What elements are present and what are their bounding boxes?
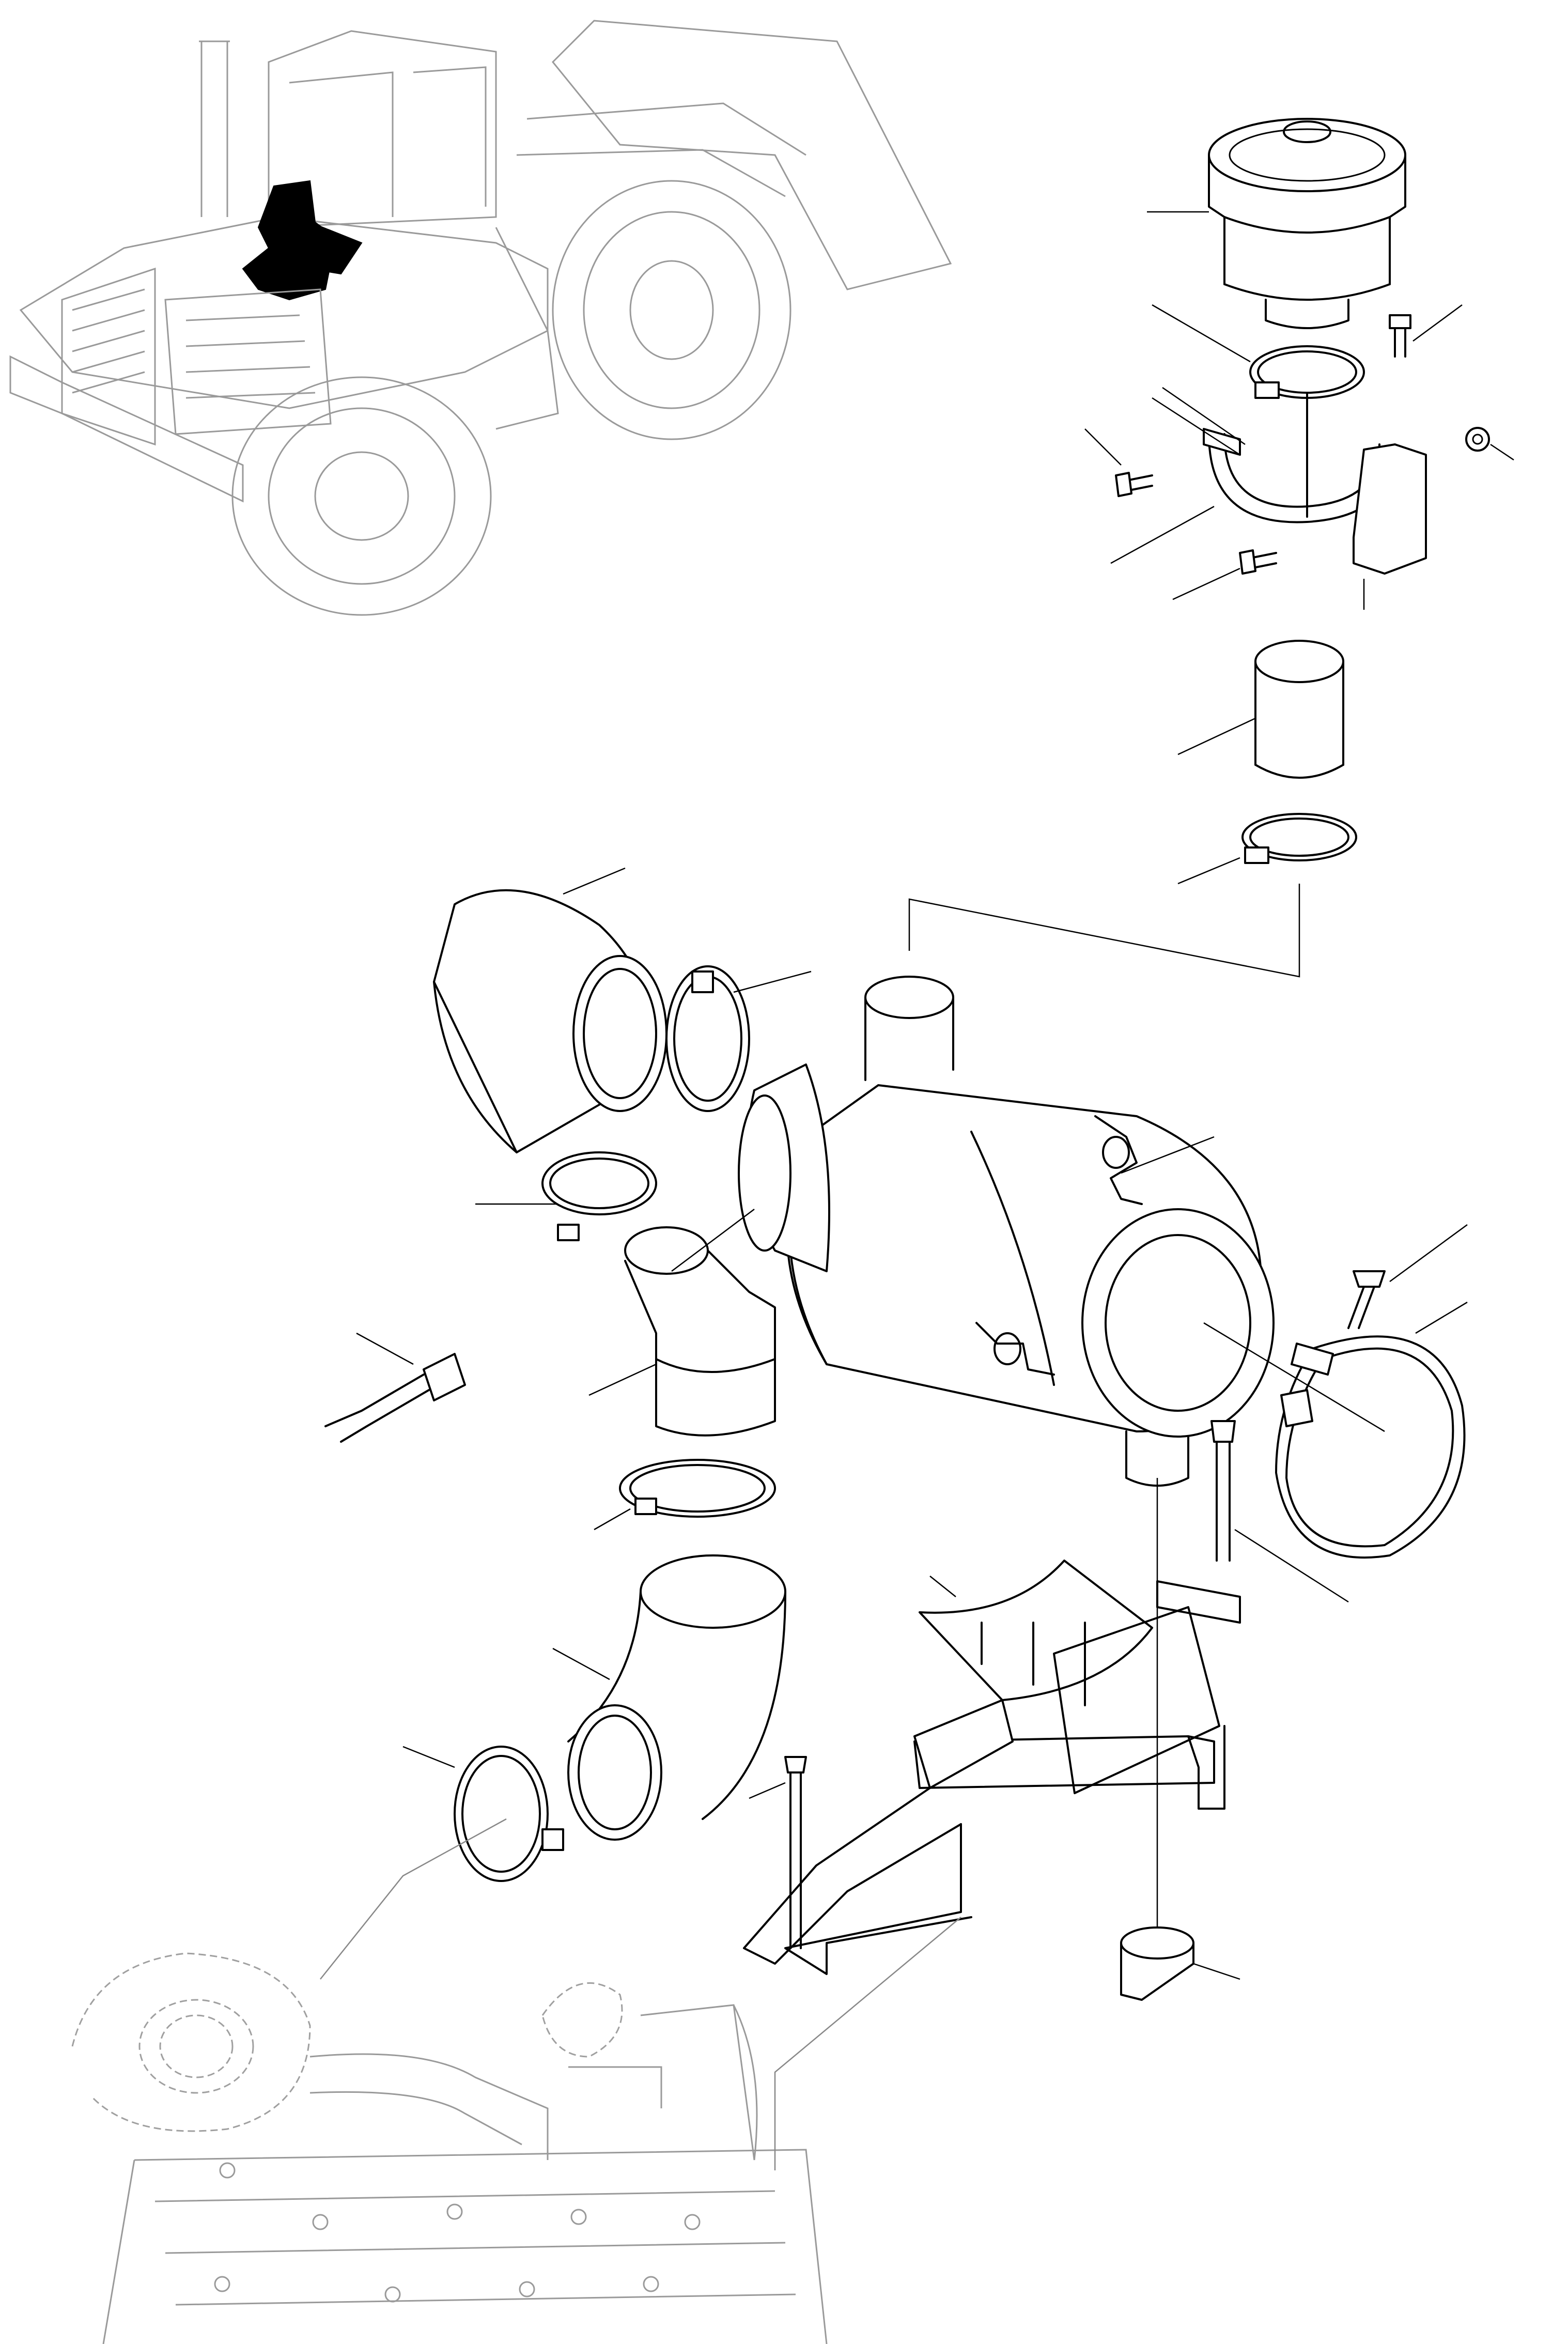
outlet-clamp xyxy=(402,1746,564,1882)
rubber-elbow-upper xyxy=(588,1209,776,1437)
precleaner-cap xyxy=(1147,118,1406,329)
band-clamp xyxy=(1275,1301,1468,1559)
engine-locator xyxy=(71,1818,961,2344)
hose-clamp xyxy=(1177,813,1357,885)
bolt xyxy=(1389,304,1463,358)
precleaner-clamp xyxy=(1152,304,1365,399)
bolt xyxy=(1172,549,1277,600)
assembly-line xyxy=(908,884,1300,978)
rubber-elbow-lower xyxy=(552,1554,786,1841)
nut xyxy=(1465,427,1514,461)
duct-clamp-lower xyxy=(475,1151,657,1241)
duct-clamp xyxy=(665,965,812,1112)
mounting-stand xyxy=(743,1560,1241,1975)
inlet-duct xyxy=(433,867,667,1153)
air-cleaner-body xyxy=(738,976,1385,1487)
temperature-sensor xyxy=(324,1332,466,1443)
rubber-hose xyxy=(1177,640,1344,779)
elbow-clamp xyxy=(594,1459,776,1531)
wheel-loader-locator xyxy=(9,20,952,616)
dust-valve xyxy=(1120,1478,1240,2001)
bolt xyxy=(1084,428,1153,497)
long-bolt xyxy=(1210,1420,1349,1603)
stand-bolt xyxy=(749,1756,807,1949)
clamp-bolt xyxy=(1347,1224,1468,1329)
mounting-bracket xyxy=(1110,387,1427,610)
